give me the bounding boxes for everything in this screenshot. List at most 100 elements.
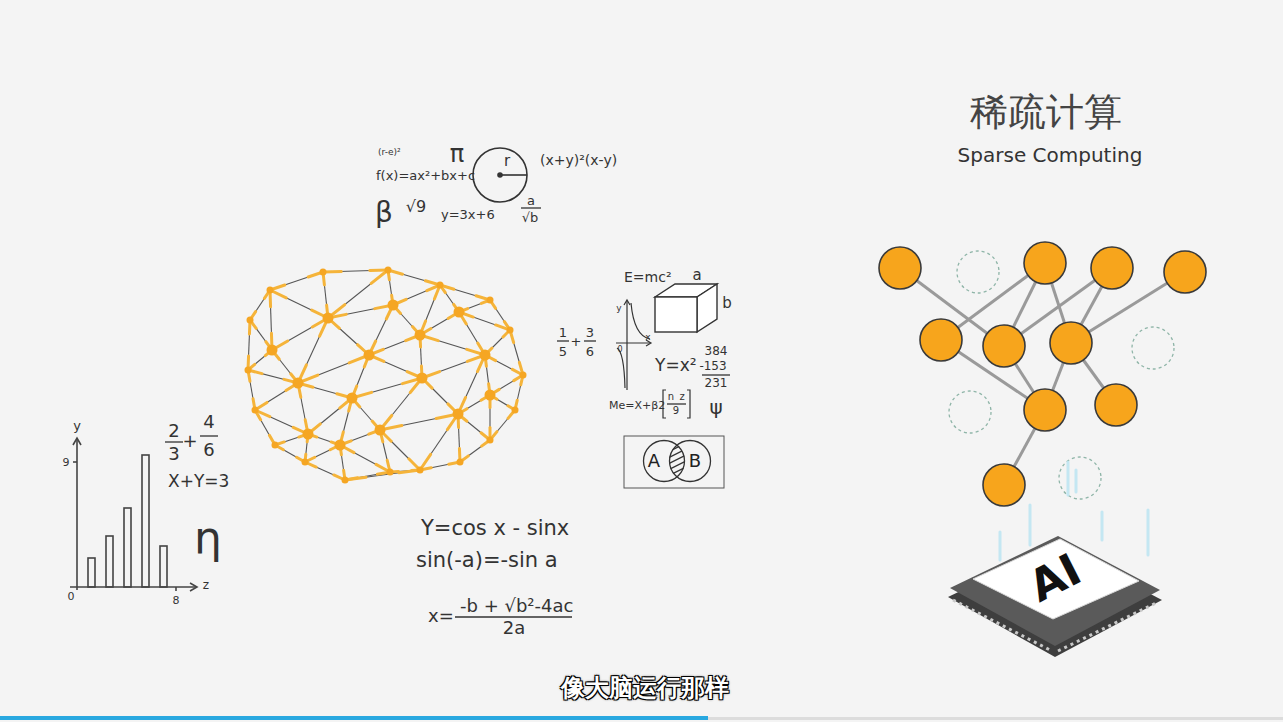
network-link [900, 263, 1185, 485]
formula-text: √b [522, 211, 539, 224]
cube [655, 297, 697, 332]
light-ray [999, 532, 1002, 560]
brain-mesh [507, 327, 514, 334]
formula-text: Y=x² [655, 357, 697, 374]
inactive-neuron [957, 251, 999, 293]
inactive-neuron [949, 251, 1174, 499]
formula-text: Me=X+β2 [609, 400, 665, 411]
progress-bar [0, 717, 1283, 720]
brain-mesh [340, 430, 380, 445]
venn-box [624, 435, 724, 492]
brain-mesh [390, 470, 420, 472]
formula-text: (x+y)²(x-y) [540, 153, 617, 167]
small-graph [616, 300, 651, 390]
bracket [687, 390, 690, 418]
fraction-bar [165, 208, 730, 617]
brain-mesh [335, 440, 346, 451]
inactive-neuron [949, 391, 991, 433]
brain-mesh [458, 414, 490, 440]
brain-mesh [272, 442, 279, 449]
formula-text: X+Y=3 [168, 473, 229, 490]
formula-text: η [194, 516, 222, 560]
brain-mesh [380, 430, 420, 470]
fraction-bar [584, 340, 596, 341]
brain-mesh [512, 407, 519, 414]
brain-mesh [245, 267, 527, 484]
brain-mesh [298, 355, 369, 383]
active-neuron [1095, 384, 1137, 426]
formula-text: 3 [586, 326, 594, 339]
brain-mesh [328, 270, 388, 318]
brain-mesh [417, 373, 428, 384]
formula-text: n [668, 392, 674, 402]
brain-mesh [328, 305, 393, 318]
brain-mesh [320, 269, 327, 276]
active-neuron [983, 325, 1025, 367]
brain-mesh [489, 395, 490, 440]
brain-mesh [369, 305, 393, 355]
formula-text: b [722, 296, 732, 311]
formula-text: E=mc² [624, 270, 672, 284]
brain-mesh [352, 378, 422, 398]
brain-mesh [480, 350, 491, 361]
formula-text: 1 [559, 326, 567, 339]
small-graph [617, 348, 625, 388]
inactive-neuron [1059, 457, 1101, 499]
fraction-bar [455, 616, 572, 617]
radius-circle [473, 148, 527, 202]
brain-mesh [385, 267, 392, 274]
set-label: B [689, 452, 701, 470]
formula-text: 9 [63, 457, 70, 468]
formula-text: + [182, 432, 197, 450]
brain-mesh [248, 370, 255, 410]
brain-mesh [380, 414, 458, 430]
brain-mesh [387, 469, 394, 476]
inactive-neuron [1132, 327, 1174, 369]
chip-base [950, 536, 1160, 646]
formula-text: 8 [173, 595, 180, 606]
brain-mesh [393, 305, 420, 335]
radius-circle [473, 148, 527, 202]
light-ray [1101, 512, 1104, 540]
formula-text: x [645, 333, 650, 342]
brain-mesh [323, 270, 388, 272]
brain-mesh [248, 320, 250, 370]
venn-circle-line [644, 441, 685, 482]
brain-mesh [352, 398, 380, 430]
cube [655, 284, 717, 332]
formula-text: y=3x+6 [441, 208, 495, 221]
brain-mesh [267, 345, 278, 356]
brain-mesh [520, 372, 527, 379]
formula-text: z [203, 579, 209, 591]
brain-mesh [270, 290, 328, 318]
brain-mesh [487, 297, 494, 304]
brain-mesh [369, 355, 422, 378]
formula-text: 384 [705, 345, 728, 357]
formula-text: 0 [617, 346, 622, 354]
brain-mesh [255, 383, 298, 410]
formula-text: 4 [203, 413, 214, 431]
brain-mesh [437, 282, 444, 289]
brain-mesh [323, 313, 334, 324]
small-graph [626, 301, 627, 390]
small-graph [624, 300, 630, 305]
brain-mesh [255, 410, 275, 445]
active-neuron [1164, 251, 1206, 293]
brain-mesh [248, 370, 298, 383]
brain-mesh [420, 312, 459, 335]
venn-box [660, 453, 690, 468]
brain-mesh [415, 330, 426, 341]
chip-base [948, 536, 1162, 657]
bar-chart [88, 558, 95, 587]
bar-chart [175, 587, 177, 591]
brain-mesh [490, 300, 510, 330]
bar-chart [73, 461, 77, 463]
bar-chart [142, 455, 149, 587]
formula-text: sin(-a)=-sin a [416, 550, 558, 571]
brain-mesh [345, 472, 390, 480]
progress-bar [0, 716, 1283, 720]
bar-chart [124, 508, 131, 587]
subtitle-text: Sparse Computing [958, 145, 1143, 165]
venn-circle-line [670, 441, 711, 482]
